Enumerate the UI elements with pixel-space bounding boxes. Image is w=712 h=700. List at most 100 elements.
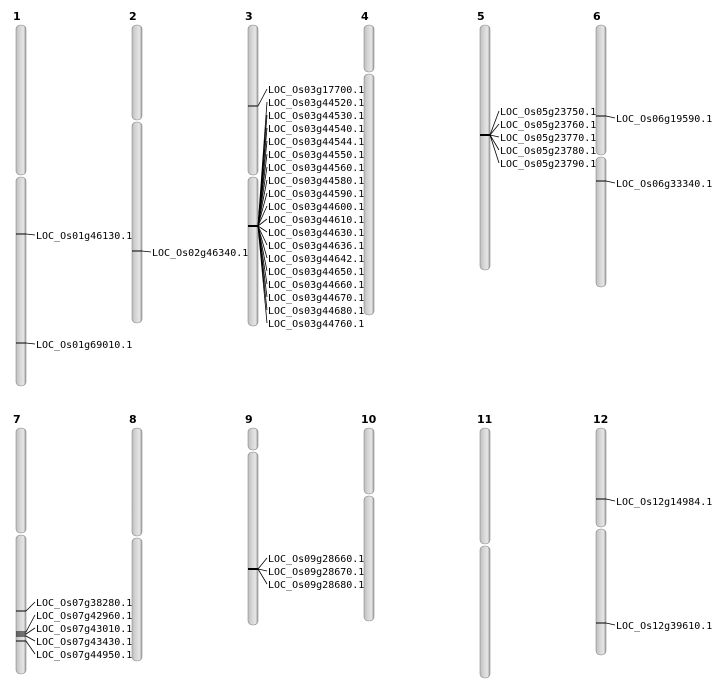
gene-connector (25, 635, 36, 642)
gene-connector (257, 568, 268, 572)
chromosome-number: 10 (361, 413, 377, 426)
gene-label: LOC_Os05g23760.1 (500, 120, 596, 131)
gene-label: LOC_Os03g44760.1 (268, 319, 364, 330)
chromosome-arm-q (479, 545, 491, 679)
chromosome-10: 10 (361, 413, 377, 622)
gene-connector (489, 123, 500, 136)
gene-connector (25, 627, 36, 635)
chromosome-number: 11 (477, 413, 492, 426)
chromosome-number: 12 (593, 413, 608, 426)
gene-label: LOC_Os03g17700.1 (268, 85, 364, 96)
chromosome-arm-q (15, 534, 27, 675)
chromosome-3: 3LOC_Os03g17700.1LOC_Os03g44520.1LOC_Os0… (245, 10, 364, 330)
gene-label: LOC_Os03g44630.1 (268, 228, 364, 239)
gene-label: LOC_Os03g44580.1 (268, 176, 364, 187)
chromosome-number: 9 (245, 413, 253, 426)
gene-connector (25, 640, 36, 655)
gene-connector (489, 134, 500, 151)
gene-connector (257, 218, 268, 227)
chromosome-8: 8 (129, 413, 143, 662)
gene-label: LOC_Os09g28670.1 (268, 567, 364, 578)
gene-connector (257, 205, 268, 227)
chromosome-arm-q (15, 176, 27, 387)
chromosome-arm-q (595, 528, 607, 656)
chromosome-arm-p (595, 427, 607, 528)
chromosome-arm-p (479, 24, 491, 271)
gene-connector (25, 614, 36, 633)
gene-label: LOC_Os02g46340.1 (152, 248, 248, 259)
gene-connector (257, 192, 268, 227)
gene-connector (141, 250, 152, 253)
chromosome-arm-p (247, 24, 259, 176)
chromosome-4: 4 (361, 10, 375, 316)
chromosome-arm-q (247, 451, 259, 626)
chromosome-arm-q (247, 176, 259, 327)
gene-label: LOC_Os05g23780.1 (500, 146, 596, 157)
gene-label: LOC_Os03g44560.1 (268, 163, 364, 174)
gene-label: LOC_Os03g44610.1 (268, 215, 364, 226)
gene-connector (257, 88, 268, 107)
gene-connector (605, 115, 616, 119)
gene-label: LOC_Os03g44680.1 (268, 306, 364, 317)
chromosome-number: 2 (129, 10, 137, 23)
gene-connector (605, 622, 616, 626)
gene-connector (489, 134, 500, 164)
gene-label: LOC_Os03g44544.1 (268, 137, 364, 148)
gene-label: LOC_Os01g69010.1 (36, 340, 132, 351)
gene-label: LOC_Os03g44590.1 (268, 189, 364, 200)
gene-connector (605, 180, 616, 184)
gene-label: LOC_Os03g44530.1 (268, 111, 364, 122)
chromosome-arm-q (131, 537, 143, 662)
chromosome-arm-p (247, 427, 259, 451)
gene-connector (257, 225, 268, 259)
chromosome-arm-p (15, 427, 27, 534)
gene-label: LOC_Os06g19590.1 (616, 114, 712, 125)
chromosome-number: 1 (13, 10, 21, 23)
chromosome-arm-p (363, 24, 375, 73)
gene-label: LOC_Os07g42960.1 (36, 611, 132, 622)
gene-connector (257, 225, 268, 233)
gene-connector (25, 601, 36, 612)
chromosome-arm-p (131, 427, 143, 537)
gene-connector (257, 568, 268, 585)
chromosome-arm-p (479, 427, 491, 545)
gene-connector (257, 225, 268, 324)
gene-label: LOC_Os12g14984.1 (616, 497, 712, 508)
gene-label: LOC_Os03g44636.1 (268, 241, 364, 252)
gene-connector (257, 557, 268, 570)
gene-label: LOC_Os06g33340.1 (616, 179, 712, 190)
gene-label: LOC_Os03g44650.1 (268, 267, 364, 278)
chromosome-arm-p (595, 24, 607, 156)
gene-label: LOC_Os09g28680.1 (268, 580, 364, 591)
chromosome-number: 3 (245, 10, 253, 23)
chromosome-arm-p (131, 24, 143, 121)
chromosome-number: 5 (477, 10, 485, 23)
gene-label: LOC_Os03g44520.1 (268, 98, 364, 109)
gene-label: LOC_Os01g46130.1 (36, 231, 132, 242)
chromosome-5: 5LOC_Os05g23750.1LOC_Os05g23760.1LOC_Os0… (477, 10, 596, 271)
chromosome-number: 4 (361, 10, 369, 23)
chromosome-number: 6 (593, 10, 601, 23)
gene-label: LOC_Os03g44600.1 (268, 202, 364, 213)
chromosome-number: 7 (13, 413, 21, 426)
gene-label: LOC_Os03g44550.1 (268, 150, 364, 161)
gene-label: LOC_Os05g23770.1 (500, 133, 596, 144)
gene-connector (25, 233, 36, 236)
chromosome-11: 11 (477, 413, 492, 679)
chromosome-arm-q (595, 156, 607, 288)
gene-label: LOC_Os09g28660.1 (268, 554, 364, 565)
gene-label: LOC_Os03g44642.1 (268, 254, 364, 265)
chromosome-arm-q (363, 495, 375, 622)
gene-connector (25, 342, 36, 345)
chromosome-arm-p (15, 24, 27, 176)
chromosome-arm-q (131, 121, 143, 324)
gene-connector (605, 498, 616, 502)
gene-label: LOC_Os07g38280.1 (36, 598, 132, 609)
chromosome-arm-p (363, 427, 375, 495)
gene-connector (257, 179, 268, 227)
